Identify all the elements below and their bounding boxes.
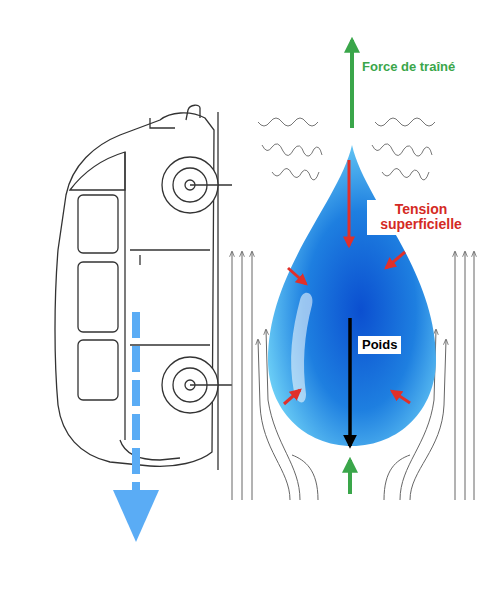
turbulence bbox=[372, 144, 432, 156]
tension-arrow bbox=[392, 391, 410, 403]
tension-arrow bbox=[348, 160, 351, 246]
door-line bbox=[130, 249, 210, 250]
forces bbox=[284, 40, 410, 494]
car-drawing bbox=[55, 105, 232, 470]
car-window bbox=[78, 195, 118, 253]
axle-line bbox=[190, 384, 232, 385]
ground-line bbox=[217, 112, 218, 470]
dashed-shaft bbox=[132, 312, 140, 492]
tension-arrow bbox=[284, 390, 300, 404]
streamlines bbox=[242, 252, 243, 500]
turbulence bbox=[382, 168, 429, 180]
water-drop bbox=[268, 145, 436, 446]
streamlines bbox=[232, 252, 233, 500]
car-window bbox=[78, 262, 118, 332]
car-mirror bbox=[186, 105, 200, 120]
drag-label: Force de traîné bbox=[362, 60, 472, 74]
turbulence bbox=[262, 144, 322, 156]
arrow-head bbox=[113, 490, 159, 542]
tension-label: Tension superficielle bbox=[367, 200, 475, 235]
car-belt-line bbox=[124, 152, 125, 440]
drop-highlight bbox=[291, 293, 312, 403]
streamlines bbox=[292, 455, 318, 500]
weight-label: Poids bbox=[358, 336, 401, 354]
drag-arrow bbox=[350, 40, 354, 128]
car-windscreen bbox=[70, 152, 125, 190]
door-handle bbox=[139, 255, 140, 265]
tension-arrow bbox=[288, 268, 306, 284]
tension-arrow bbox=[386, 252, 405, 268]
car-bumper bbox=[150, 118, 175, 128]
turbulence bbox=[258, 118, 318, 126]
streamlines bbox=[455, 252, 456, 500]
drag-arrow bbox=[348, 460, 352, 494]
streamlines bbox=[252, 252, 253, 500]
door-line bbox=[130, 344, 210, 345]
streamlines bbox=[474, 252, 475, 500]
weight-arrow bbox=[348, 318, 352, 446]
fall-arrow bbox=[113, 312, 159, 542]
streamlines bbox=[465, 252, 466, 500]
turbulence bbox=[272, 168, 319, 180]
turbulence bbox=[375, 118, 435, 126]
streamlines bbox=[384, 455, 410, 500]
car-bumper bbox=[120, 440, 180, 460]
axle-line bbox=[190, 184, 232, 185]
drop-body bbox=[268, 145, 436, 446]
car-window bbox=[78, 340, 118, 400]
